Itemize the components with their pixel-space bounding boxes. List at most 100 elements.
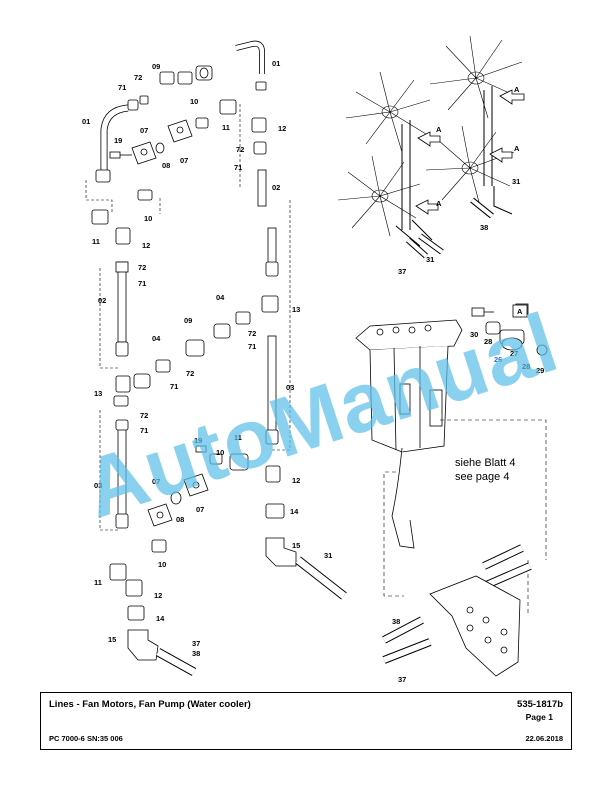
hose-37-38-left [155,648,197,676]
flange-07-upper [131,119,193,165]
label: 28 [522,362,530,371]
pipe-01-upper [235,40,265,74]
fan-pipes [395,86,513,247]
pipe-02-right [253,141,279,277]
parts-diagram: siehe Blatt 4 see page 4 09 01 71 72 01 … [73,35,569,684]
label: 08 [162,161,170,170]
note-line-2: see page 4 [455,471,509,483]
label: 02 [272,183,280,192]
fan-blades-bottom-left [337,155,421,237]
fan-blades-top-right [429,35,523,119]
label: 11 [94,578,102,587]
drawing-number: 535-1817b [517,699,563,710]
leader-lines-left [85,104,291,531]
label: 11 [92,237,100,246]
label: 12 [142,241,150,250]
label: 10 [190,97,198,106]
label: 07 [140,126,148,135]
part-labels: 09 01 71 72 01 19 07 10 11 12 08 07 72 7… [82,59,544,684]
label: 10 [144,214,152,223]
model-serial: PC 7000-6 SN:35 006 [49,734,123,743]
label: 31 [512,177,520,186]
hoses-lower-right [382,544,532,664]
label: 01 [82,117,90,126]
note-line-1: siehe Blatt 4 [455,457,516,469]
pipe-03-right [265,335,279,445]
label: A [514,144,520,153]
label: A [436,199,442,208]
label: 11 [222,123,230,132]
label: 09 [184,316,192,325]
view-marker-label: A [517,307,523,316]
pipe-01-left [100,104,129,170]
drawing-date: 22.06.2018 [525,734,563,743]
label: 19 [114,136,122,145]
label: 38 [192,649,200,658]
label: 09 [152,62,160,71]
label: A [436,125,442,134]
label: 38 [480,223,488,232]
label: 07 [180,156,188,165]
label: 12 [292,476,300,485]
label: 31 [324,551,332,560]
view-arrows-a [415,89,525,215]
fan-motor-assembly [337,35,525,259]
label: 15 [108,635,116,644]
label: 28 [484,337,492,346]
label: 10 [216,448,224,457]
pump-bracket-assembly [355,319,463,549]
drawing-title: Lines - Fan Motors, Fan Pump (Water cool… [49,699,251,710]
label: 10 [158,560,166,569]
label: 12 [154,591,162,600]
elbow-11-12-upper [195,81,267,133]
label: 08 [176,515,184,524]
label: 12 [278,124,286,133]
label: 71 [170,382,178,391]
label: 71 [248,342,256,351]
label: 15 [292,541,300,550]
fitting-cluster-middle [113,295,279,407]
label: 71 [234,163,242,172]
label: 37 [192,639,200,648]
label: 37 [398,675,406,684]
label: 30 [470,330,478,339]
bolt-19-upper [109,151,132,159]
label: 31 [426,255,434,264]
label: 02 [98,296,106,305]
label: 71 [140,426,148,435]
label: 13 [94,389,102,398]
label: 04 [152,334,161,343]
page-number: Page 1 [525,712,553,722]
label: 27 [510,349,518,358]
label: 04 [216,293,225,302]
label: 14 [156,614,165,623]
label: 72 [248,329,256,338]
label: 07 [196,505,204,514]
label: 11 [234,433,242,442]
label: A [514,85,520,94]
label: 19 [194,436,202,445]
label: 07 [152,477,160,486]
label: 03 [94,481,102,490]
pipe-03-left [115,419,129,529]
label: 38 [392,617,400,626]
pipe-02-left [115,261,129,357]
hose-31-right [295,556,347,600]
hoses-fan [406,197,494,259]
fittings-lower-left [109,539,167,661]
fitting-09-upper [159,65,213,85]
label: 01 [272,59,280,68]
seal-71-72-upper [127,95,149,111]
label: 71 [118,83,126,92]
title-block: Lines - Fan Motors, Fan Pump (Water cool… [40,692,572,750]
view-marker-box [512,304,528,318]
label: 03 [286,383,294,392]
mounting-bracket-lower [429,575,521,677]
label: 72 [236,145,244,154]
label: 72 [186,369,194,378]
fan-blades-top-left [345,71,431,153]
label: 72 [134,73,142,82]
fittings-14-15-right [265,503,297,567]
fan-blades-bottom-right [425,125,515,207]
label: 72 [138,263,146,272]
